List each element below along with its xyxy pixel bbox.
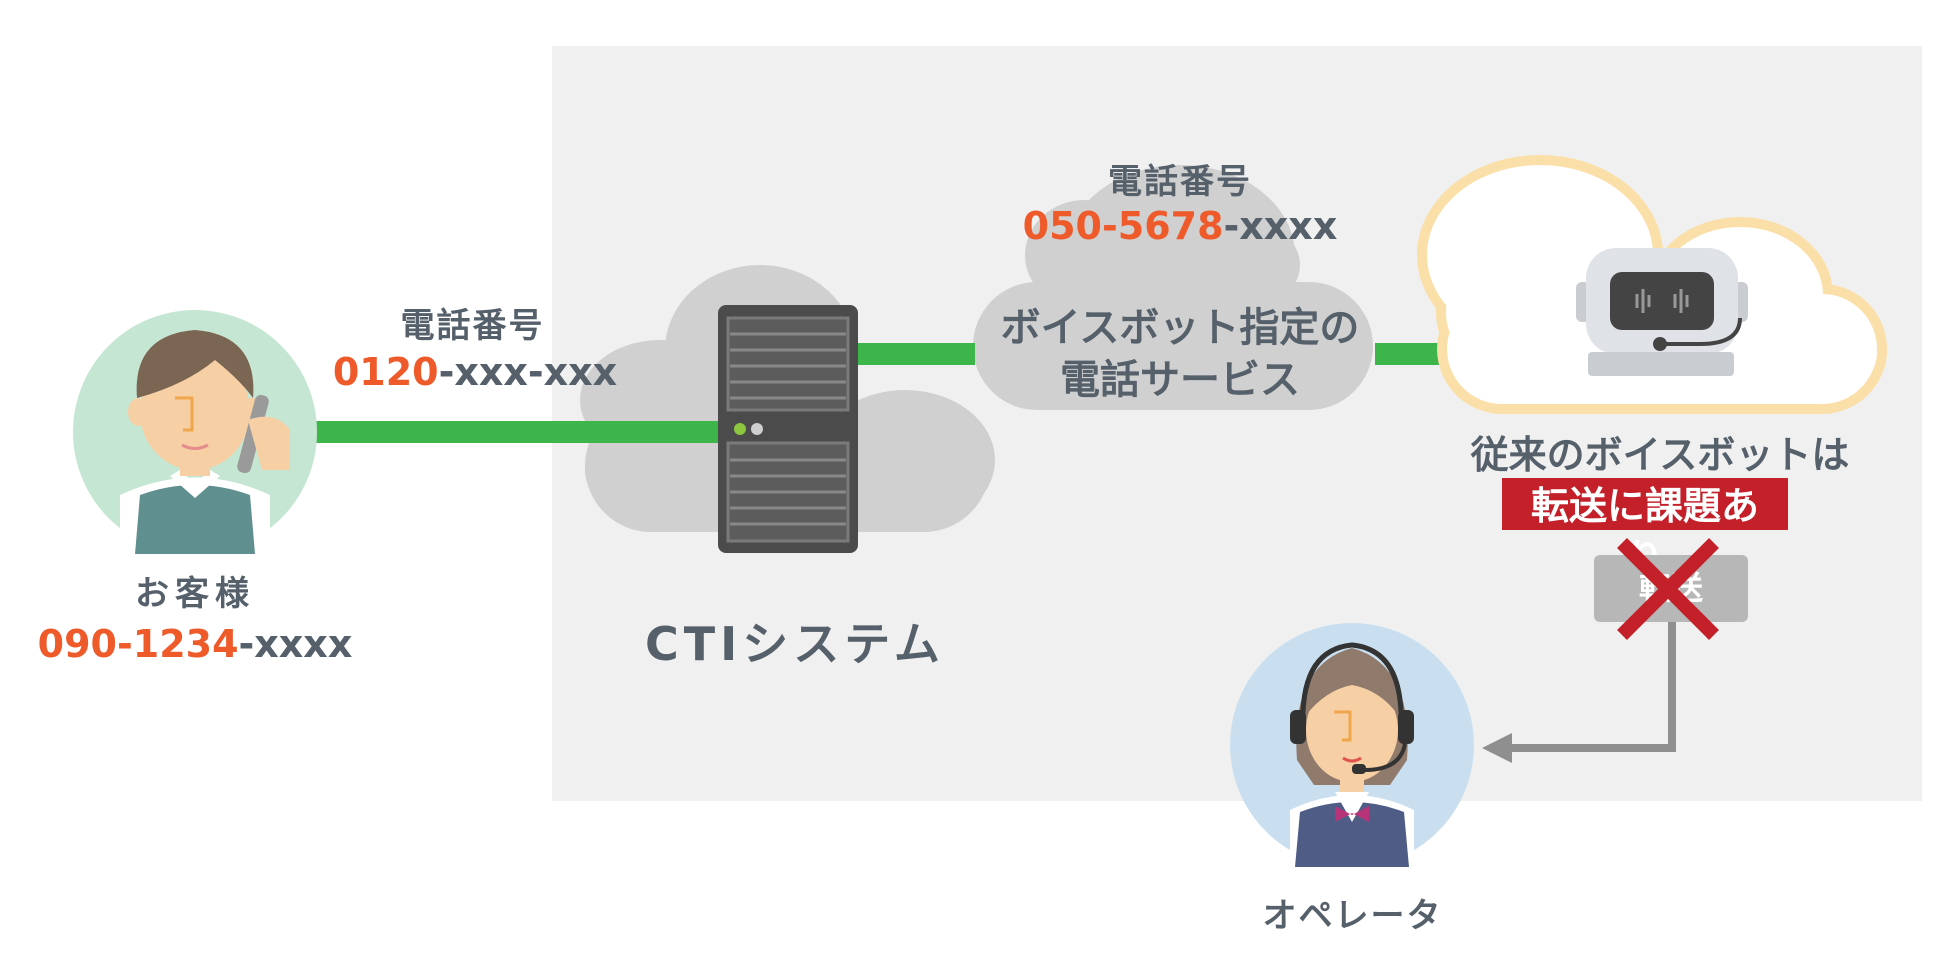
service-phone-rest: -xxxx [1223,204,1338,248]
server-icon [718,305,858,553]
line-left-phone-rest: -xxx-xxx [438,350,618,394]
operator-avatar [1230,623,1474,867]
voicebot-issue-badge: 転送に課題あり [1502,478,1788,580]
service-number-label: 電話番号 [1108,162,1252,202]
transfer-arrow [1482,622,1676,763]
service-name-line2: 電話サービス [1060,357,1300,403]
robot-icon [1576,248,1748,376]
line-cti-service [855,343,975,365]
cti-label: CTIシステム [645,617,945,671]
service-cloud [973,165,1373,410]
customer-phone-accent: 090-1234 [37,622,239,666]
customer-phone-rest: -xxxx [238,622,353,666]
service-name: ボイスボット指定の 電話サービス [985,302,1375,406]
line-service-voicebot [1375,343,1445,365]
cross-icon [1617,538,1719,640]
service-phone-accent: 050-5678 [1022,204,1224,248]
service-phone: 050-5678-xxxx [1015,204,1345,248]
voicebot-caption: 従来のボイスボットは [1470,433,1850,477]
line-left-label: 電話番号 [400,306,545,346]
customer-phone: 090-1234-xxxx [30,622,360,666]
line-left-phone-accent: 0120 [332,350,439,394]
service-name-line1: ボイスボット指定の [1000,305,1360,351]
customer-avatar [73,310,317,554]
line-customer-cti [312,421,732,443]
operator-label: オペレータ [1262,896,1443,936]
customer-label: お客様 [135,574,255,614]
line-left-phone: 0120-xxx-xxx [330,350,620,394]
